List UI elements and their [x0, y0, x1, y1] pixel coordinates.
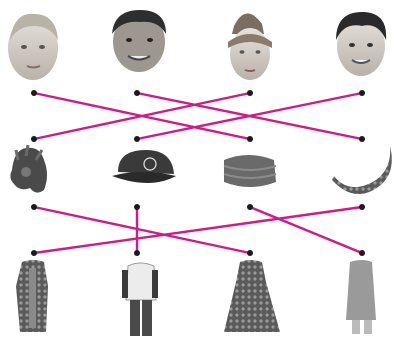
connection-dot [247, 204, 253, 210]
connection-dot [359, 90, 365, 96]
renaissance-lady-head-icon [228, 13, 272, 80]
connection-dot [134, 90, 140, 96]
connection-line-hat-3-body-4 [248, 205, 364, 255]
connection-dot [134, 204, 140, 210]
connection-dot [359, 136, 365, 142]
connection-lines [32, 91, 364, 255]
baseball-cap-icon [112, 150, 176, 183]
connection-dot [359, 204, 365, 210]
connection-line-hat-4-body-1 [32, 205, 364, 255]
connection-dot [31, 90, 37, 96]
connection-line-hat-1-body-3 [32, 205, 252, 255]
connection-line-head-3-hat-1 [32, 91, 252, 141]
feathered-hat-icon [10, 144, 47, 193]
modern-outfit-body-icon [122, 262, 158, 336]
connection-dots [31, 90, 365, 256]
crescent-hat-icon [332, 146, 392, 195]
connection-dot [134, 250, 140, 256]
ornate-gown-body-icon [224, 260, 280, 332]
knit-beanie-icon [223, 155, 277, 187]
connection-dot [359, 250, 365, 256]
long-coat-body-icon [346, 260, 376, 334]
boy-head-icon [336, 12, 387, 76]
connection-dot [247, 90, 253, 96]
connection-line-head-4-hat-2 [135, 91, 364, 141]
historic-robe-body-icon [16, 260, 48, 332]
connection-dot [31, 250, 37, 256]
connection-dot [247, 250, 253, 256]
child-head-icon [8, 13, 58, 80]
connection-dot [247, 136, 253, 142]
connection-dot [31, 204, 37, 210]
smiling-head-icon [112, 10, 166, 72]
connection-dot [134, 136, 140, 142]
connection-dot [31, 136, 37, 142]
